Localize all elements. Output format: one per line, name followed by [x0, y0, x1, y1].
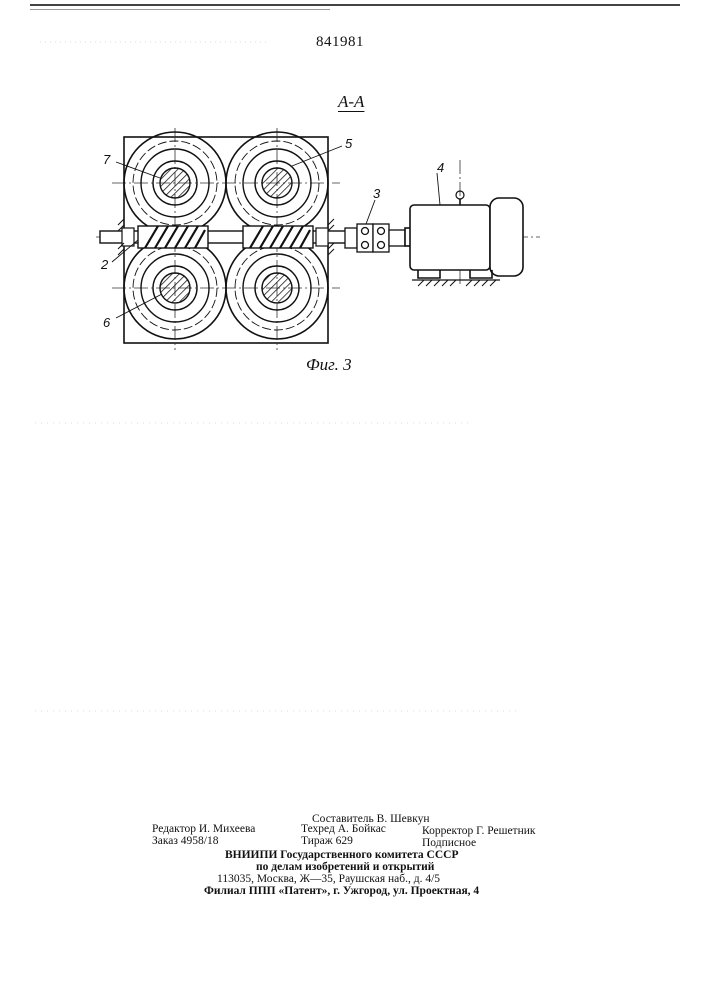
imprint-circulation: Тираж 629	[301, 835, 353, 848]
imprint-branch: Филиал ППП «Патент», г. Ужгород, ул. Про…	[204, 885, 479, 898]
electric-motor	[405, 191, 523, 280]
callout-2: 2	[101, 257, 108, 272]
callout-4: 4	[437, 160, 444, 175]
callout-3: 3	[373, 186, 380, 201]
callout-6: 6	[103, 315, 110, 330]
scan-speckles	[35, 42, 520, 711]
figure-caption: Фиг. 3	[306, 355, 352, 375]
coupling	[345, 224, 405, 252]
callout-5: 5	[345, 136, 352, 151]
callout-7: 7	[103, 152, 110, 167]
motor-foot-hatching	[418, 280, 496, 286]
worm-shaft	[100, 226, 350, 248]
imprint-order: Заказ 4958/18	[152, 835, 219, 848]
